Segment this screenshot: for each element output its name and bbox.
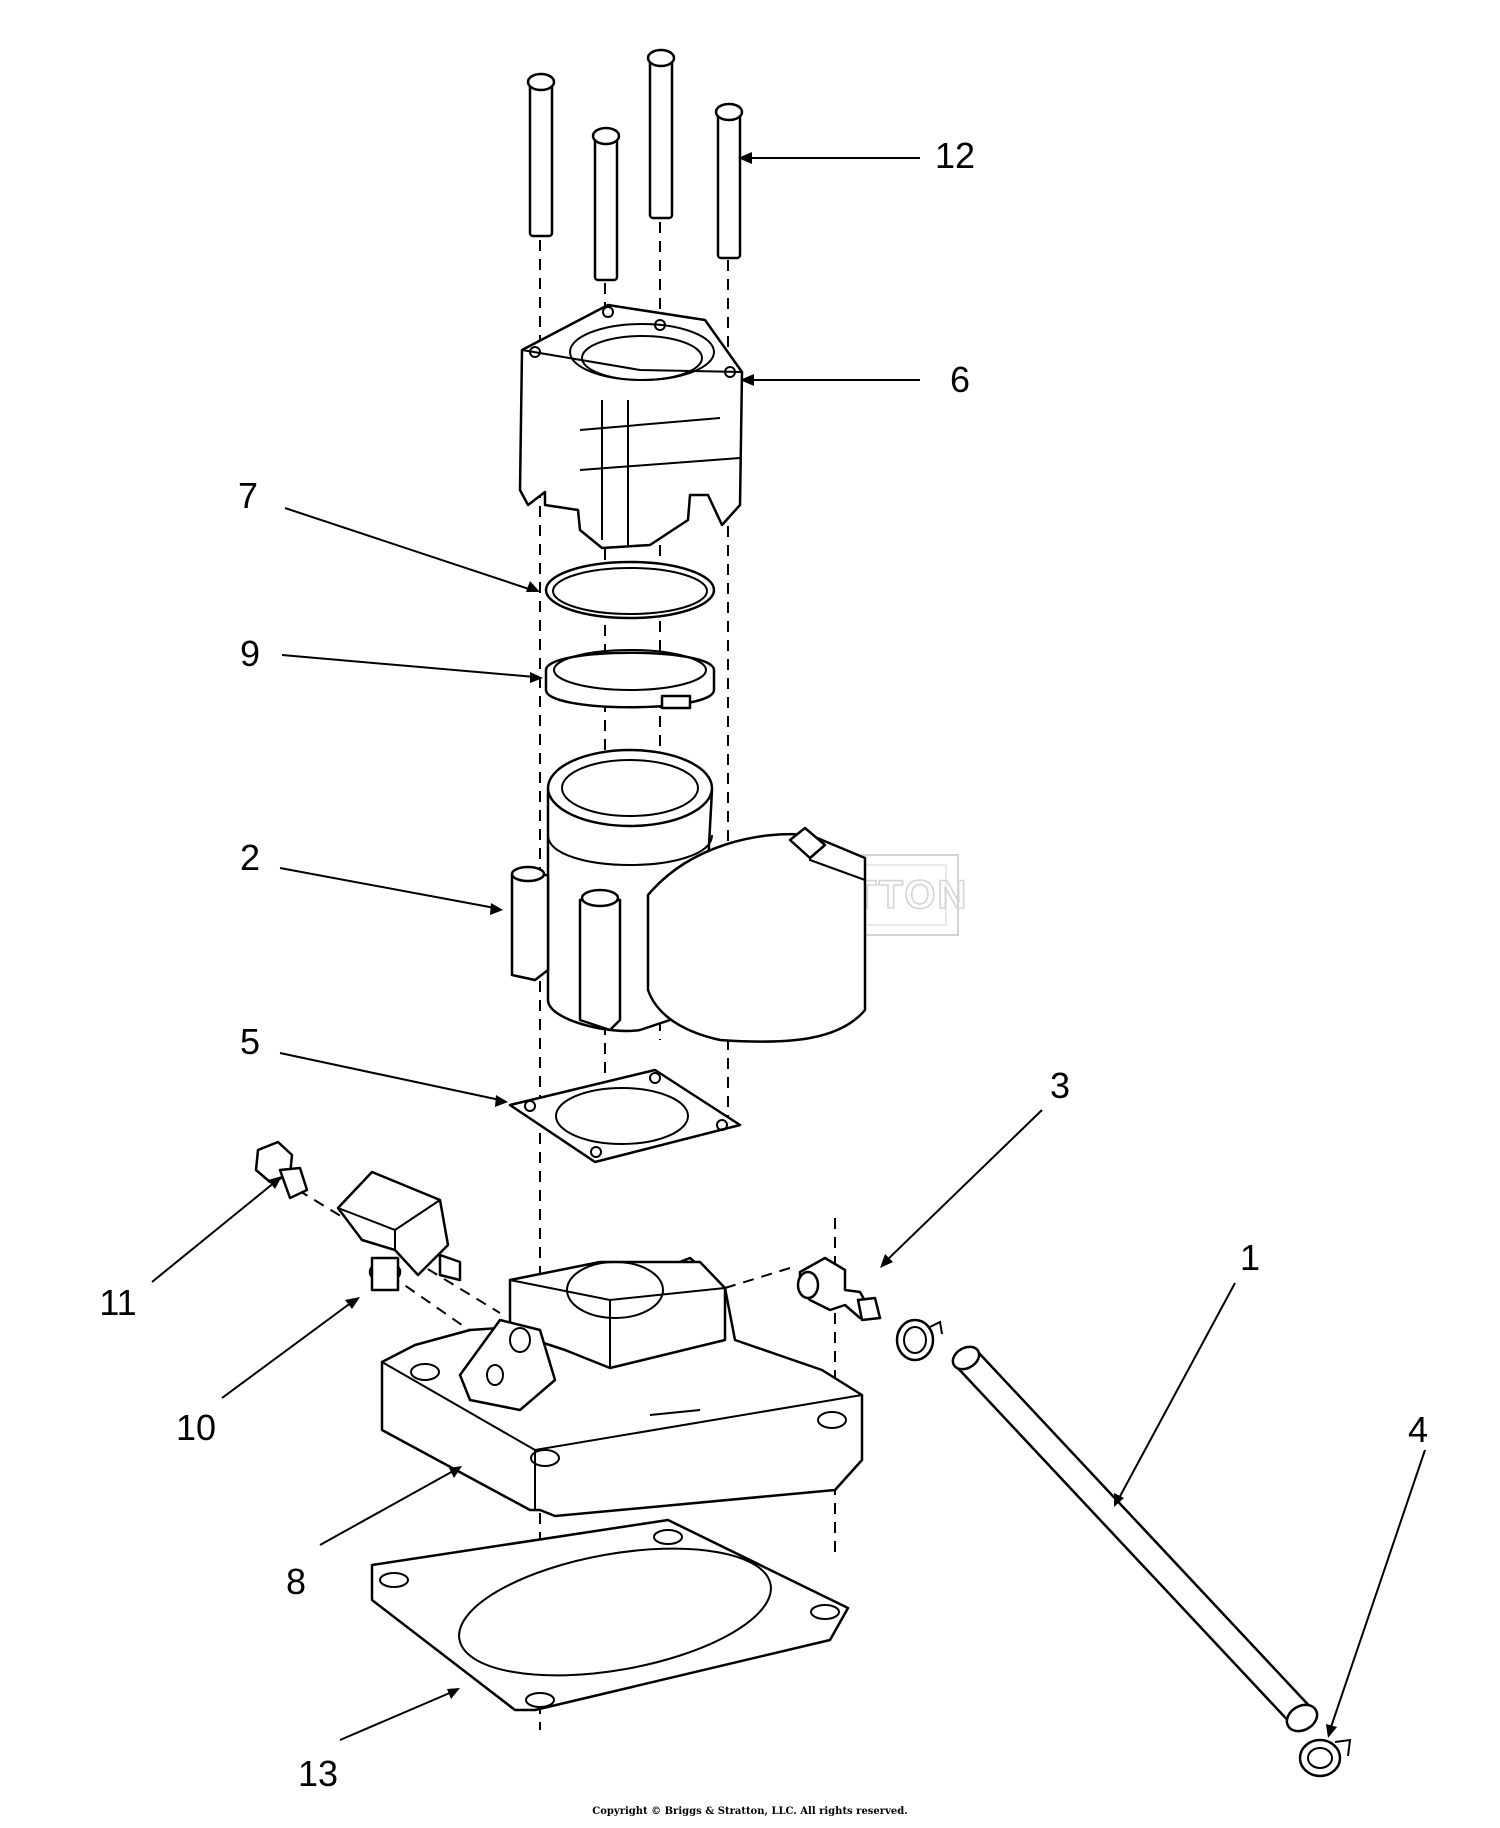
callout-10: 10 <box>176 1407 216 1448</box>
part-4-clamp <box>1298 1738 1352 1778</box>
callout-1: 1 <box>1240 1237 1260 1278</box>
bolt-4 <box>714 102 744 260</box>
part-11-screw <box>254 1140 309 1200</box>
callout-6: 6 <box>950 359 970 400</box>
callout-5: 5 <box>240 1021 260 1062</box>
part-8-manifold <box>380 1256 864 1518</box>
copyright-footer: Copyright © Briggs & Stratton, LLC. All … <box>592 1806 908 1817</box>
part-12-bolts <box>526 48 744 282</box>
leader-lines <box>151 152 1426 1741</box>
part-9-band <box>544 649 716 710</box>
callout-2: 2 <box>240 837 260 878</box>
callout-8: 8 <box>286 1561 306 1602</box>
callout-13: 13 <box>298 1753 338 1794</box>
callout-4: 4 <box>1408 1409 1428 1450</box>
bolt-1 <box>526 72 556 238</box>
callout-12: 12 <box>935 135 975 176</box>
part-7-o-ring <box>544 560 716 620</box>
callout-11: 11 <box>99 1282 136 1323</box>
bolt-3 <box>646 48 676 220</box>
part-2-throttle-body <box>510 748 867 1043</box>
callout-3: 3 <box>1050 1065 1070 1106</box>
bolt-2 <box>591 126 621 282</box>
callout-labels: 12 6 7 9 2 5 3 1 11 10 4 8 13 <box>99 135 1428 1794</box>
part-10-sensor <box>336 1170 462 1292</box>
callout-9: 9 <box>240 633 260 674</box>
part-1-hose <box>951 1345 1319 1733</box>
part-13-gasket <box>370 1518 850 1712</box>
callout-7: 7 <box>238 475 258 516</box>
clamp-upper <box>895 1318 943 1362</box>
part-6-bracket <box>518 303 744 550</box>
part-3-elbow-fitting <box>796 1256 882 1322</box>
part-5-gasket <box>508 1068 742 1164</box>
